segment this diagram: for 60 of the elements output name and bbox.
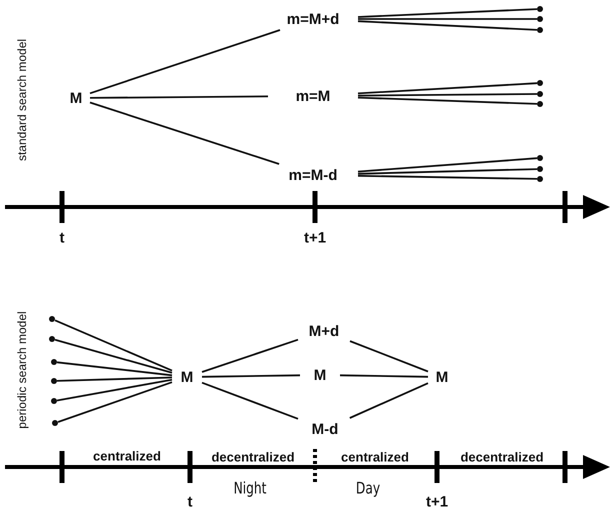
- dot: [51, 398, 57, 404]
- dot: [49, 336, 55, 342]
- dot: [51, 378, 57, 384]
- model-title: periodic search model: [15, 311, 29, 429]
- node-label: m=M: [268, 85, 358, 107]
- dot: [537, 155, 543, 161]
- connector-line: [358, 82, 538, 94]
- connector-line: [358, 20, 538, 31]
- dot: [537, 176, 543, 182]
- connector-line: [350, 340, 428, 372]
- connector-line: [54, 319, 172, 372]
- node-label: m=M+d: [268, 8, 358, 30]
- connector-line: [90, 102, 280, 165]
- node-label: M-d: [298, 418, 352, 440]
- model-title: standard search model: [15, 38, 29, 162]
- axis-label: centralized: [93, 448, 161, 464]
- connector-line: [56, 378, 172, 402]
- connector-line: [358, 168, 538, 175]
- dot: [537, 6, 543, 12]
- connector-line: [90, 29, 280, 94]
- dot: [49, 316, 55, 322]
- connector-line: [340, 374, 428, 378]
- node-label: M: [62, 87, 90, 109]
- axis-label: centralized: [341, 450, 409, 464]
- connector-line: [56, 361, 172, 376]
- node-label: m=M-d: [268, 164, 358, 186]
- connector-line: [202, 338, 298, 373]
- dot: [52, 420, 58, 426]
- connector-line: [202, 382, 298, 420]
- dot: [537, 16, 543, 22]
- axis-label: t: [188, 494, 192, 510]
- period-label: Day: [356, 478, 380, 498]
- period-label: Night: [234, 478, 266, 498]
- connector-line: [56, 376, 172, 382]
- node-label: M: [300, 364, 340, 386]
- connector-line: [349, 382, 428, 419]
- dot: [537, 166, 543, 172]
- dot: [537, 101, 543, 107]
- connector-line: [358, 8, 538, 18]
- dot: [537, 91, 543, 97]
- node-label: M: [172, 366, 202, 388]
- connector-line: [358, 157, 538, 172]
- dot: [537, 80, 543, 86]
- connector-line: [90, 96, 268, 99]
- connector-line: [58, 381, 172, 423]
- dot: [537, 27, 543, 33]
- axis-label: t: [60, 230, 64, 246]
- axis-label: decentralized: [211, 450, 295, 464]
- node-label: M: [428, 366, 456, 388]
- dot: [51, 359, 57, 365]
- connector-line: [358, 174, 538, 180]
- node-label: M+d: [298, 320, 350, 342]
- connector-line: [54, 338, 172, 374]
- connector-line: [358, 93, 537, 96]
- axis-label: decentralized: [460, 450, 544, 464]
- axis-label: t+1: [304, 230, 326, 246]
- connector-line: [358, 18, 537, 20]
- connector-line: [358, 96, 538, 105]
- axis-label: t+1: [426, 494, 448, 510]
- connector-line: [202, 374, 300, 378]
